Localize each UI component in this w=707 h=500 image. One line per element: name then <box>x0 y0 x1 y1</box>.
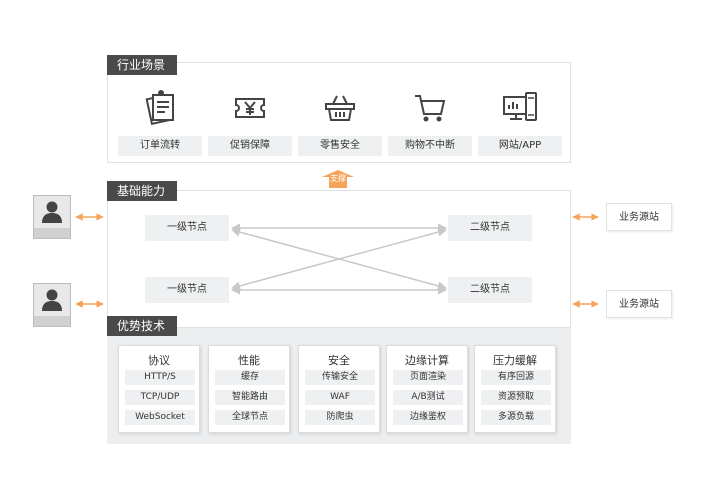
scenarios-section-tag: 行业场景 <box>107 55 178 75</box>
advantage-title: 边缘计算 <box>405 354 449 367</box>
level2-node-a: 二级节点 <box>448 215 532 241</box>
scenario-uninterrupted-shopping: 购物不中断 <box>388 88 472 156</box>
yen-coupon-icon <box>235 98 265 118</box>
advantage-item: 智能路由 <box>215 390 285 405</box>
advantage-card-performance: 性能 缓存 智能路由 全球节点 <box>208 345 290 433</box>
advantage-title: 安全 <box>328 354 350 367</box>
advantage-item: 页面渲染 <box>393 370 463 385</box>
advantage-item: HTTP/S <box>125 370 195 385</box>
user-avatar-1 <box>33 195 71 239</box>
advantage-item: A/B测试 <box>393 390 463 405</box>
scenario-retail-security: 零售安全 <box>298 88 382 156</box>
level1-node-a: 一级节点 <box>145 215 229 241</box>
advantage-item: 传输安全 <box>305 370 375 385</box>
scenario-promotion: 促销保障 <box>208 88 292 156</box>
advantage-item: 有序回源 <box>481 370 551 385</box>
scenario-order: 订单流转 <box>118 88 202 156</box>
scenario-label-retail-security: 零售安全 <box>298 136 382 156</box>
monitor-phone-icon <box>503 92 537 121</box>
scenario-label-promotion: 促销保障 <box>208 136 292 156</box>
advantage-title: 协议 <box>148 354 170 367</box>
shopping-cart-icon <box>415 95 446 122</box>
advantage-title: 压力缓解 <box>493 354 537 367</box>
advantage-item: 防爬虫 <box>305 410 375 425</box>
scenario-label-uninterrupted-shopping: 购物不中断 <box>388 136 472 156</box>
advantage-item: 多源负载 <box>481 410 551 425</box>
user-icon <box>42 201 62 223</box>
business-origin-site-1: 业务源站 <box>606 203 672 231</box>
support-arrow-icon <box>322 170 354 188</box>
business-origin-site-2: 业务源站 <box>606 290 672 318</box>
advantage-card-security: 安全 传输安全 WAF 防爬虫 <box>298 345 380 433</box>
level2-node-b: 二级节点 <box>448 277 532 303</box>
advantage-card-pressure-relief: 压力缓解 有序回源 资源预取 多源负载 <box>474 345 556 433</box>
advantage-card-edge-computing: 边缘计算 页面渲染 A/B测试 边缘鉴权 <box>386 345 468 433</box>
scenario-label-website-app: 网站/APP <box>478 136 562 156</box>
level1-node-b: 一级节点 <box>145 277 229 303</box>
order-document-icon <box>145 90 174 125</box>
shopping-basket-icon <box>325 95 355 121</box>
advantage-item: WAF <box>305 390 375 405</box>
advantage-item: 全球节点 <box>215 410 285 425</box>
support-label: 支撑 <box>330 174 346 183</box>
advantage-item: 边缘鉴权 <box>393 410 463 425</box>
advantage-item: TCP/UDP <box>125 390 195 405</box>
advantage-title: 性能 <box>238 354 260 367</box>
scenario-website-app: 网站/APP <box>478 88 562 156</box>
advantage-card-protocol: 协议 HTTP/S TCP/UDP WebSocket <box>118 345 200 433</box>
advantage-item: WebSocket <box>125 410 195 425</box>
advantage-item: 缓存 <box>215 370 285 385</box>
user-avatar-2 <box>33 283 71 327</box>
link-l1b-l2a <box>231 227 447 291</box>
advantage-item: 资源预取 <box>481 390 551 405</box>
advantages-section-tag: 优势技术 <box>107 316 178 336</box>
user-icon <box>42 289 62 311</box>
scenario-label-order: 订单流转 <box>118 136 202 156</box>
capabilities-section-tag: 基础能力 <box>107 181 178 201</box>
